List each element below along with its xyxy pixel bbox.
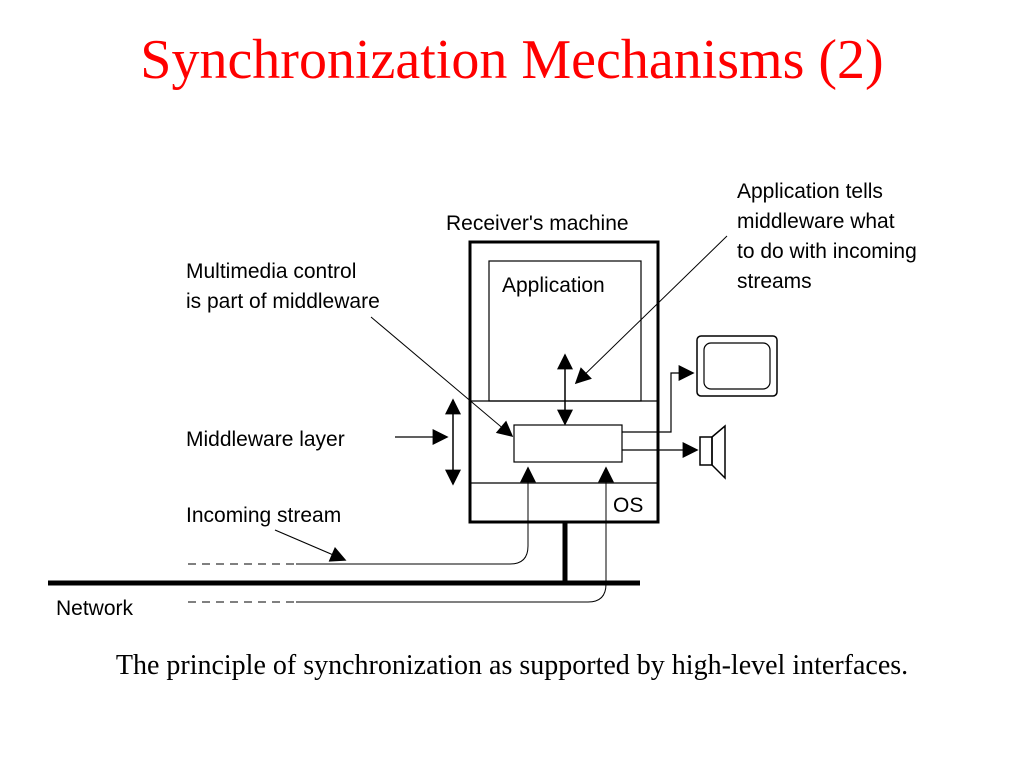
application-label: Application [502,274,605,297]
slide-caption: The principle of synchronization as supp… [115,650,909,681]
monitor-icon [696,335,778,397]
application-note-line-3: to do with incoming [737,240,917,263]
multimedia-note-line-2: is part of middleware [186,290,380,313]
incoming-stream-label: Incoming stream [186,504,341,527]
network-label: Network [56,597,134,620]
application-note-line-4: streams [737,270,812,293]
multimedia-note-line-1: Multimedia control [186,260,356,283]
slide-title: Synchronization Mechanisms (2) [140,29,884,91]
application-leader-line [574,235,728,385]
monitor-output-line [622,365,695,433]
multimedia-leader-line [370,316,514,438]
os-label: OS [613,494,643,517]
receiver-label: Receiver's machine [446,212,629,235]
middleware-layer-label: Middleware layer [186,428,345,451]
application-note-line-1: Application tells [737,180,883,203]
stream-two-path [296,466,614,603]
application-note-line-2: middleware what [737,210,895,233]
multimedia-control-box [513,424,623,463]
incoming-stream-arrow [274,529,347,562]
stream-one-path [296,466,536,565]
speaker-icon [699,424,726,480]
